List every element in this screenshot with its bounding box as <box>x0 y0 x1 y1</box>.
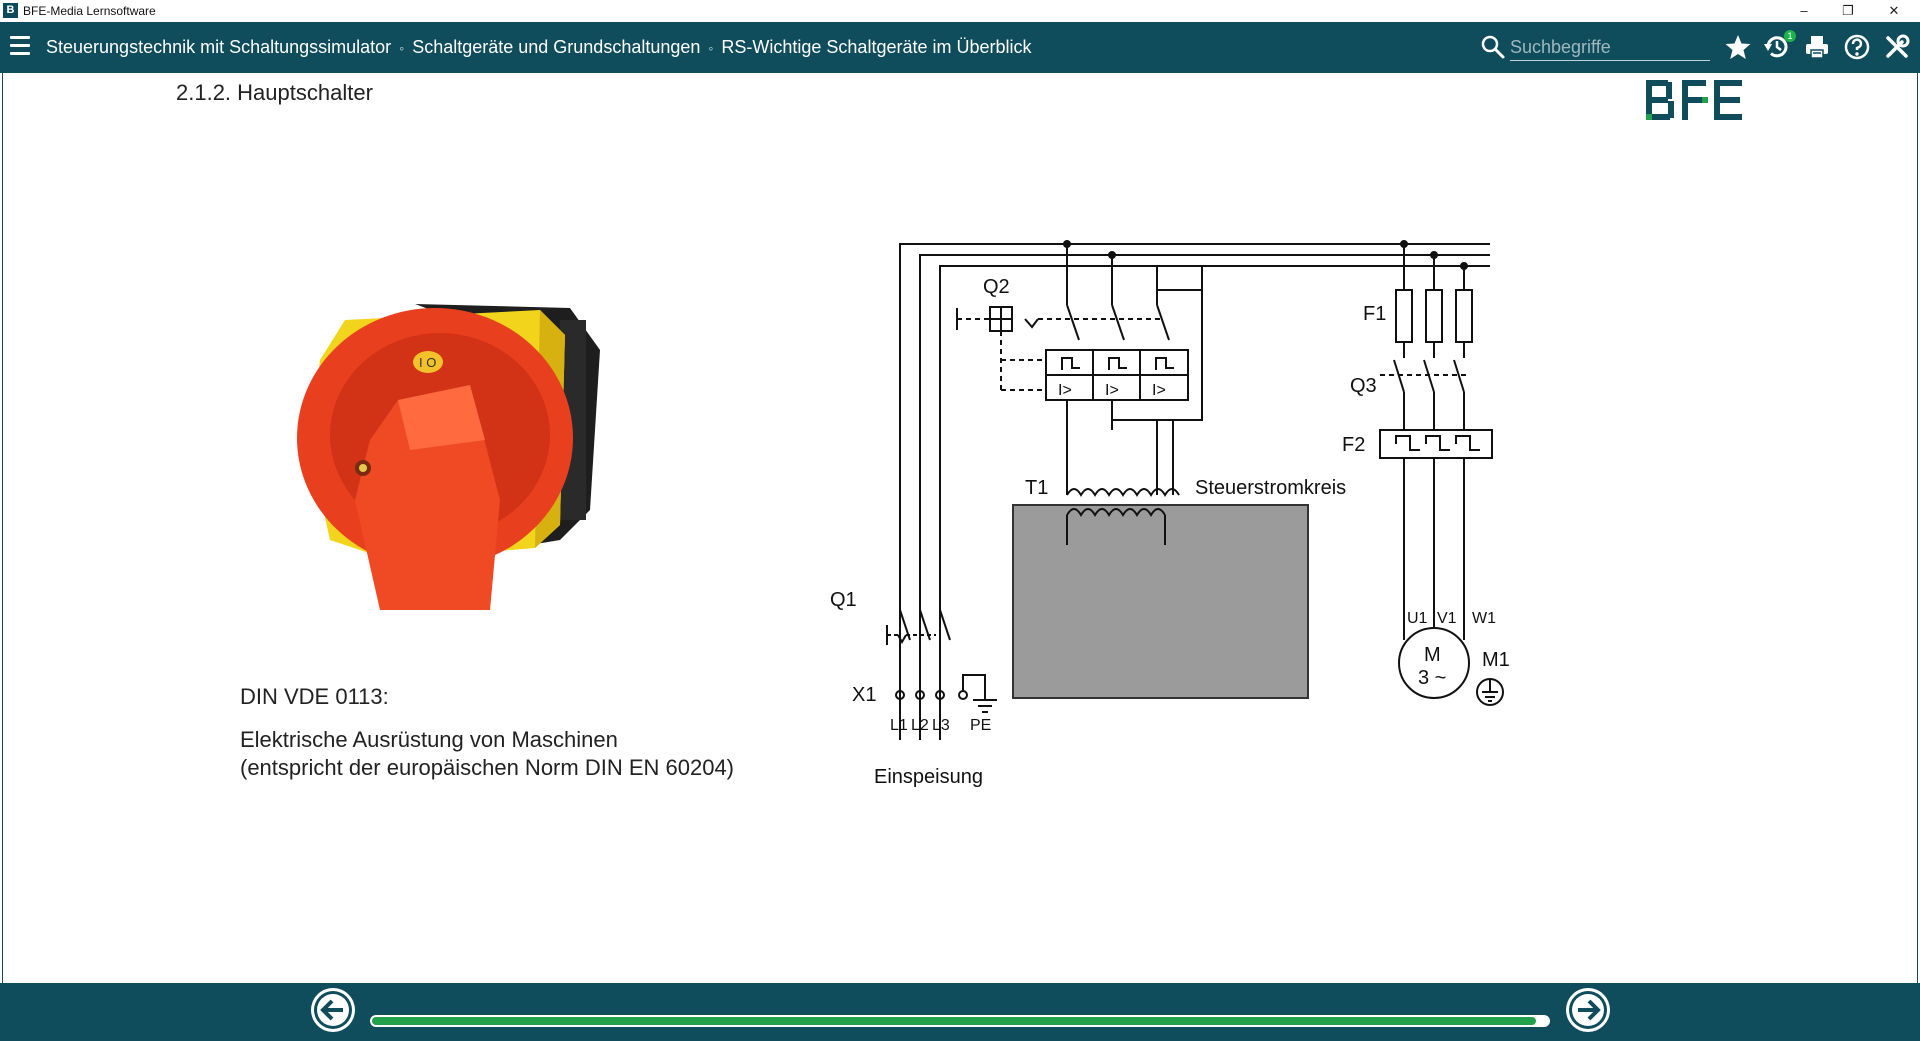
help-icon[interactable] <box>1842 32 1872 62</box>
page-title: 2.1.2. Hauptschalter <box>176 80 373 105</box>
label-l3: L3 <box>932 717 950 734</box>
circuit-diagram: I> I> I> Q2 Q1 X1 <box>830 240 1510 788</box>
app-header: Steuerungstechnik mit Schaltungssimulato… <box>0 22 1920 73</box>
label-l2: L2 <box>911 717 929 734</box>
label-f2: F2 <box>1342 434 1365 456</box>
breadcrumb-item-chapter[interactable]: Schaltgeräte und Grundschaltungen <box>412 37 701 57</box>
label-x1: X1 <box>852 684 876 706</box>
norm-title: DIN VDE 0113: <box>240 684 389 709</box>
content-area <box>2 73 1918 983</box>
bfe-logo <box>1646 80 1742 120</box>
norm-description-line: Elektrische Ausrüstung von Maschinen <box>240 727 618 752</box>
label-q1: Q1 <box>830 589 857 611</box>
back-arrow-icon[interactable] <box>308 985 358 1035</box>
label-t1: T1 <box>1025 477 1048 499</box>
norm-description-line: (entspricht der europäischen Norm DIN EN… <box>240 755 735 780</box>
window-title: BFE-Media Lernsoftware <box>23 4 156 18</box>
notification-badge: 1 <box>1784 30 1796 42</box>
search-input[interactable] <box>1510 34 1710 61</box>
search-icon[interactable] <box>1480 34 1506 60</box>
progress-bar <box>370 1015 1550 1027</box>
breadcrumb-separator: ◦ <box>708 40 714 56</box>
label-pe: PE <box>970 717 991 734</box>
close-button[interactable]: ✕ <box>1888 3 1900 18</box>
label-u1: U1 <box>1407 610 1428 627</box>
motor-phase-label: 3 ~ <box>1418 667 1446 689</box>
overload-label: I> <box>1058 382 1072 399</box>
label-f1: F1 <box>1363 303 1386 325</box>
motor-m-label: M <box>1424 644 1441 666</box>
overload-label: I> <box>1105 382 1119 399</box>
menu-icon[interactable] <box>10 36 30 58</box>
minimize-button[interactable]: – <box>1800 3 1808 18</box>
breadcrumb: Steuerungstechnik mit Schaltungssimulato… <box>46 37 1032 58</box>
footer-nav <box>0 983 1920 1041</box>
breadcrumb-item-course[interactable]: Steuerungstechnik mit Schaltungssimulato… <box>46 37 392 57</box>
progress-fill <box>372 1017 1536 1025</box>
window-titlebar: B BFE-Media Lernsoftware – ❐ ✕ <box>0 0 1920 22</box>
tools-icon[interactable] <box>1882 32 1912 62</box>
star-icon[interactable] <box>1723 32 1753 62</box>
overload-label: I> <box>1152 382 1166 399</box>
main-switch-photo: I O <box>297 304 600 610</box>
history-icon[interactable] <box>1762 32 1792 62</box>
label-w1: W1 <box>1472 610 1496 627</box>
label-m1: M1 <box>1482 649 1510 671</box>
label-l1: L1 <box>890 717 908 734</box>
label-steuerstromkreis: Steuerstromkreis <box>1195 477 1346 499</box>
svg-text:I O: I O <box>419 355 436 370</box>
breadcrumb-separator: ◦ <box>399 40 405 56</box>
label-einspeisung: Einspeisung <box>874 766 983 788</box>
app-logo-icon: B <box>3 3 18 18</box>
forward-arrow-icon[interactable] <box>1563 985 1613 1035</box>
print-icon[interactable] <box>1802 32 1832 62</box>
breadcrumb-item-topic[interactable]: RS-Wichtige Schaltgeräte im Überblick <box>721 37 1032 57</box>
maximize-button[interactable]: ❐ <box>1842 3 1854 18</box>
label-q2: Q2 <box>983 276 1010 298</box>
norm-description: Elektrische Ausrüstung von Maschinen (en… <box>240 726 734 782</box>
label-v1: V1 <box>1437 610 1457 627</box>
label-q3: Q3 <box>1350 375 1377 397</box>
